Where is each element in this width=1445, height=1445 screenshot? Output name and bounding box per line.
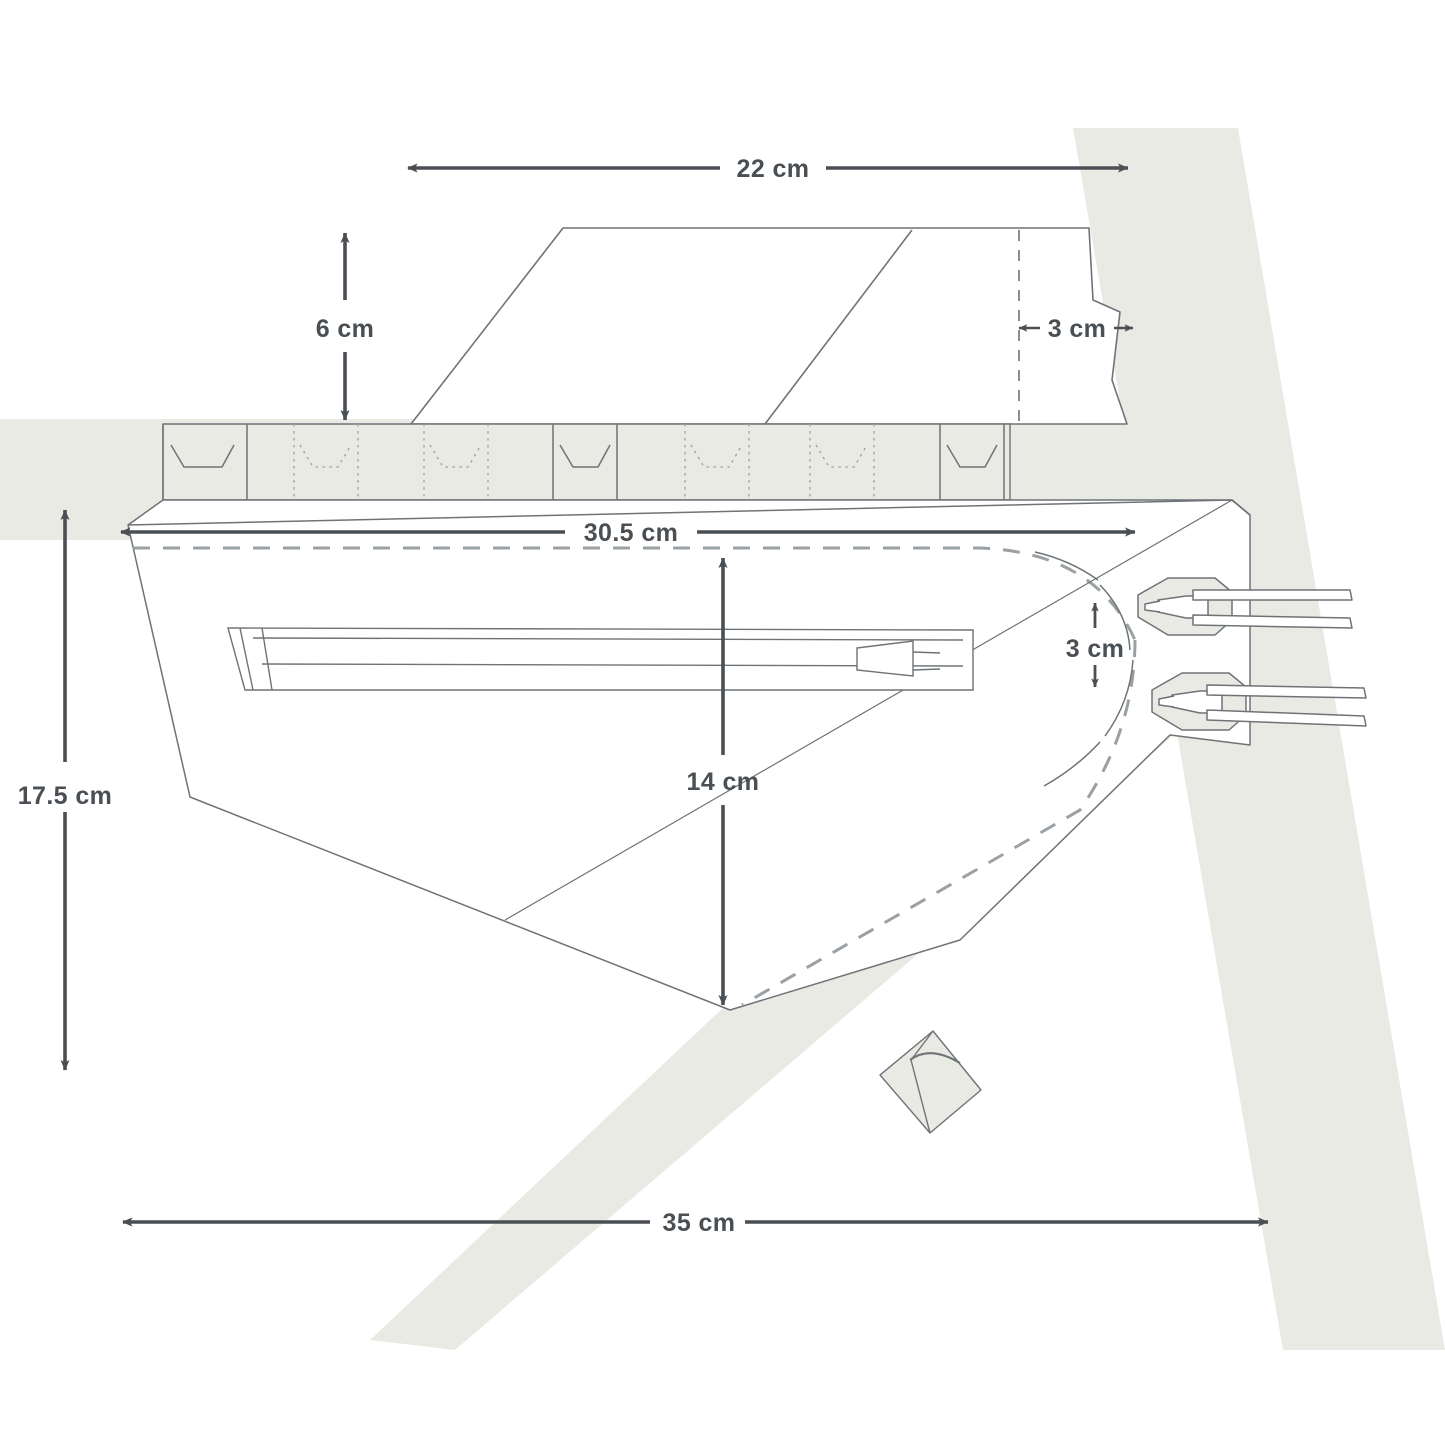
dimension-3cm-front: 3 cm [1066,602,1125,688]
velcro-strap-solid [162,424,1005,500]
velcro-strap-hidden [293,424,875,500]
main-frame-bag-body [127,499,1251,1011]
dimension-3cm-top: 3 cm [1018,315,1134,343]
dimension-label-35cm: 35 cm [663,1209,736,1237]
dimension-22cm: 22 cm [407,155,1129,183]
dimension-label-3cm-top: 3 cm [1048,315,1107,343]
dimension-label-22cm: 22 cm [737,155,810,183]
bag-zipper [227,627,974,691]
brake-lever-assembly [1137,577,1367,731]
dimension-label-3cm-front: 3 cm [1066,635,1125,663]
top-tube-strap-band [162,423,1011,501]
dimension-30-5cm: 30.5 cm [120,519,1136,547]
dimension-label-6cm: 6 cm [316,315,375,343]
dimension-label-14cm: 14 cm [687,768,760,796]
dimension-6cm: 6 cm [316,232,375,421]
downtube-velcro-strap [879,1030,982,1134]
dimension-label-17-5cm: 17.5 cm [18,782,113,810]
top-accessory-bag [410,227,1128,425]
dimension-17-5cm: 17.5 cm [18,509,113,1071]
bag-nose-contour [1034,551,1134,787]
dimension-35cm: 35 cm [122,1209,1269,1237]
dimension-label-30-5cm: 30.5 cm [584,519,679,547]
dimension-14cm: 14 cm [687,557,760,1006]
